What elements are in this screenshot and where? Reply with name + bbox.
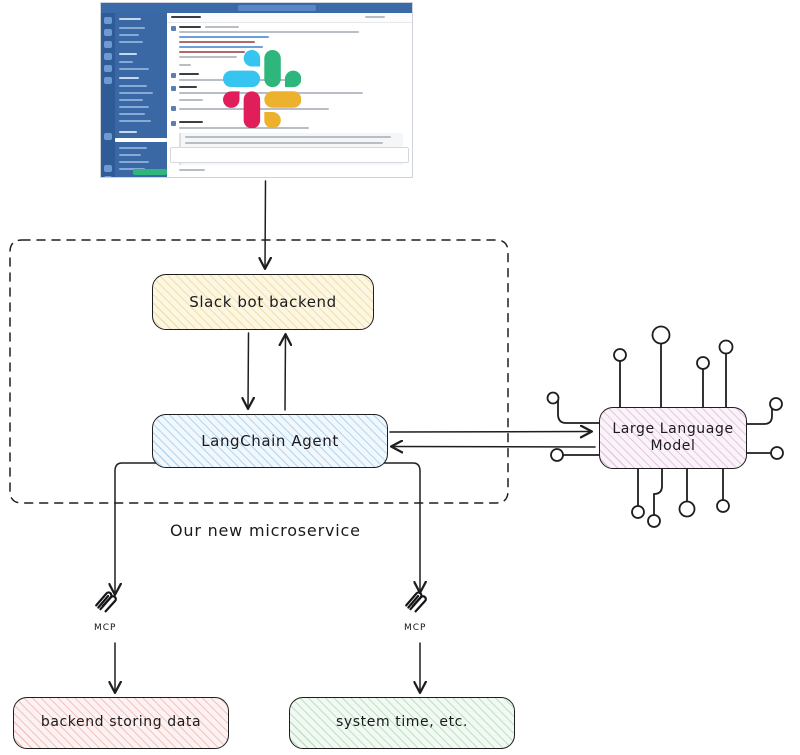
connector-slack-to-backend [265,180,266,268]
mcp-icon [95,591,117,613]
node-large-language-model[interactable]: Large Language Model [599,407,747,469]
message-text [179,127,309,129]
node-slack-bot-backend[interactable]: Slack bot backend [152,274,374,330]
slack-channel-sidebar [115,13,167,177]
message-text [179,31,351,33]
sidebar-item[interactable] [119,154,141,156]
rail-icon-dms [104,29,112,36]
node-label: backend storing data [40,714,202,731]
sidebar-item[interactable] [119,27,145,29]
node-label: system time, etc. [335,714,469,731]
rail-icon-canvas [104,77,112,84]
slack-titlebar [101,3,412,13]
connector-agent-to-backend [285,335,286,411]
code-line [185,136,391,138]
sidebar-item[interactable] [119,68,149,70]
connector-llm-to-agent [392,447,596,448]
slack-screenshot-image [100,2,413,178]
node-label: Slack bot backend [189,292,337,311]
sidebar-item[interactable] [119,147,147,149]
message-avatar [171,26,176,31]
rail-icon-activity [104,41,112,48]
node-label: Large Language Model [612,421,733,456]
sidebar-section-header [119,77,139,79]
connector-agent-to-mcp-right [382,462,420,592]
channel-members [365,16,385,18]
rail-icon-later [104,53,112,60]
sidebar-item[interactable] [119,92,153,94]
sidebar-item[interactable] [119,34,139,36]
rail-icon-apps [104,133,112,140]
message-code [179,51,245,53]
connector-agent-to-llm [389,432,591,433]
connector-agent-to-mcp-left [115,462,159,594]
channel-title [171,16,201,18]
node-backend-storing-data[interactable]: backend storing data [13,697,229,749]
mcp-label: MCP [94,623,117,633]
sidebar-item-active-channel[interactable] [115,138,167,142]
sidebar-item[interactable] [119,168,145,170]
sidebar-item[interactable] [119,161,149,163]
code-line [185,142,383,144]
slack-workspace-rail [101,13,115,177]
message-avatar [171,121,176,126]
rail-icon-home [104,17,112,24]
message-reaction[interactable] [179,64,191,66]
message-avatar [171,86,176,91]
mcp-label: MCP [404,623,427,633]
rail-icon-avatar [104,176,112,177]
message-author [179,26,201,28]
sidebar-item[interactable] [119,120,151,122]
mcp-icon [405,591,427,613]
sidebar-section-header [119,131,137,133]
message-code [179,41,255,43]
message-meta [205,26,239,28]
sidebar-item[interactable] [119,61,133,63]
message-text [317,31,359,33]
slack-search-pill [237,5,316,11]
slack-logo-icon [223,50,301,128]
sidebar-new-button[interactable] [133,169,167,175]
sidebar-section-header [119,53,137,55]
node-label-line2: Model [650,438,696,454]
message-author [179,86,197,88]
connector-backend-to-agent [248,332,249,408]
slack-channel-header [167,13,412,23]
sidebar-item[interactable] [119,106,149,108]
message-reaction[interactable] [179,169,205,171]
message-author [179,121,203,123]
message-avatar [171,73,176,78]
sidebar-item[interactable] [119,113,145,115]
slack-message-composer[interactable] [170,147,409,163]
node-langchain-agent[interactable]: LangChain Agent [152,414,388,468]
rail-icon-settings [104,165,112,172]
message-link [179,46,263,48]
message-avatar [171,106,176,111]
microservice-group-label: Our new microservice [170,521,361,540]
sidebar-item[interactable] [119,99,143,101]
node-system-time-etc[interactable]: system time, etc. [289,697,515,749]
sidebar-item[interactable] [119,85,147,87]
sidebar-workspace-name [119,18,141,20]
message-reaction[interactable] [179,99,203,101]
sidebar-item[interactable] [119,41,143,43]
node-label: LangChain Agent [201,431,339,450]
message-author [179,73,199,75]
node-label-line1: Large Language [612,420,734,437]
message-text [179,56,237,58]
rail-icon-more [104,65,112,72]
message-link [179,36,269,38]
